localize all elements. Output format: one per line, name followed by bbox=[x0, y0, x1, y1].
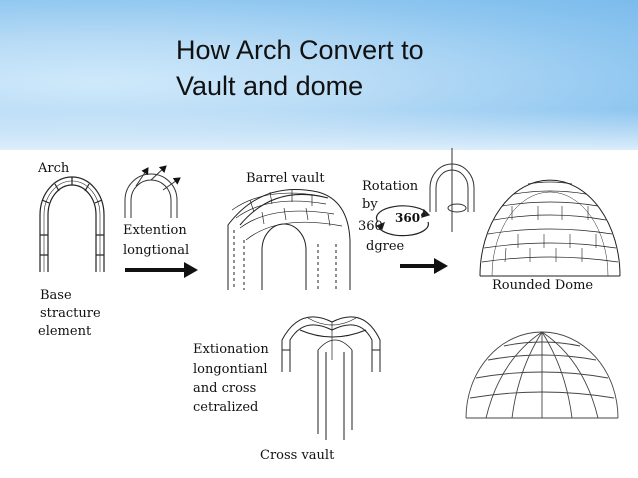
label-rotation-line-3: 360 bbox=[358, 219, 383, 234]
extension-arch-figure bbox=[124, 165, 181, 218]
wireframe-dome-figure bbox=[465, 331, 619, 419]
label-rounded-dome: Rounded Dome bbox=[492, 278, 594, 293]
label-extionation-line-1: Extionation bbox=[193, 342, 269, 357]
label-rotation-line-4: dgree bbox=[366, 239, 405, 254]
barrel-vault-figure bbox=[227, 189, 351, 290]
label-extionation-line-3: and cross bbox=[193, 381, 257, 396]
slide-title-line-1: How Arch Convert to bbox=[176, 35, 424, 65]
label-extionation-line-4: cetralized bbox=[193, 400, 259, 415]
label-base-line-3: element bbox=[38, 324, 92, 339]
rotation-arch-figure bbox=[429, 148, 475, 232]
arrow-to-dome bbox=[400, 258, 448, 274]
label-arch: Arch bbox=[38, 161, 70, 176]
rotation-360-badge: 360° bbox=[395, 211, 427, 225]
label-extention-line-2: longtional bbox=[123, 243, 190, 258]
rounded-dome-figure bbox=[479, 179, 621, 277]
rotation-360-icon bbox=[375, 205, 431, 237]
cross-vault-figure bbox=[281, 316, 381, 440]
arch-figure bbox=[39, 176, 105, 272]
label-extionation-line-2: longontianl bbox=[193, 362, 268, 377]
label-cross-vault: Cross vault bbox=[260, 448, 335, 463]
header-background bbox=[0, 0, 638, 150]
label-extention-line-1: Extention bbox=[123, 223, 187, 238]
label-rotation-line-1: Rotation bbox=[362, 179, 419, 194]
label-barrel-vault: Barrel vault bbox=[246, 171, 325, 186]
arrow-to-barrel-vault bbox=[125, 262, 198, 278]
label-base-line-2: stracture bbox=[40, 306, 101, 321]
label-rotation-line-2: by bbox=[362, 197, 378, 212]
slide-title-line-2: Vault and dome bbox=[176, 71, 364, 101]
label-base-line-1: Base bbox=[40, 288, 72, 303]
